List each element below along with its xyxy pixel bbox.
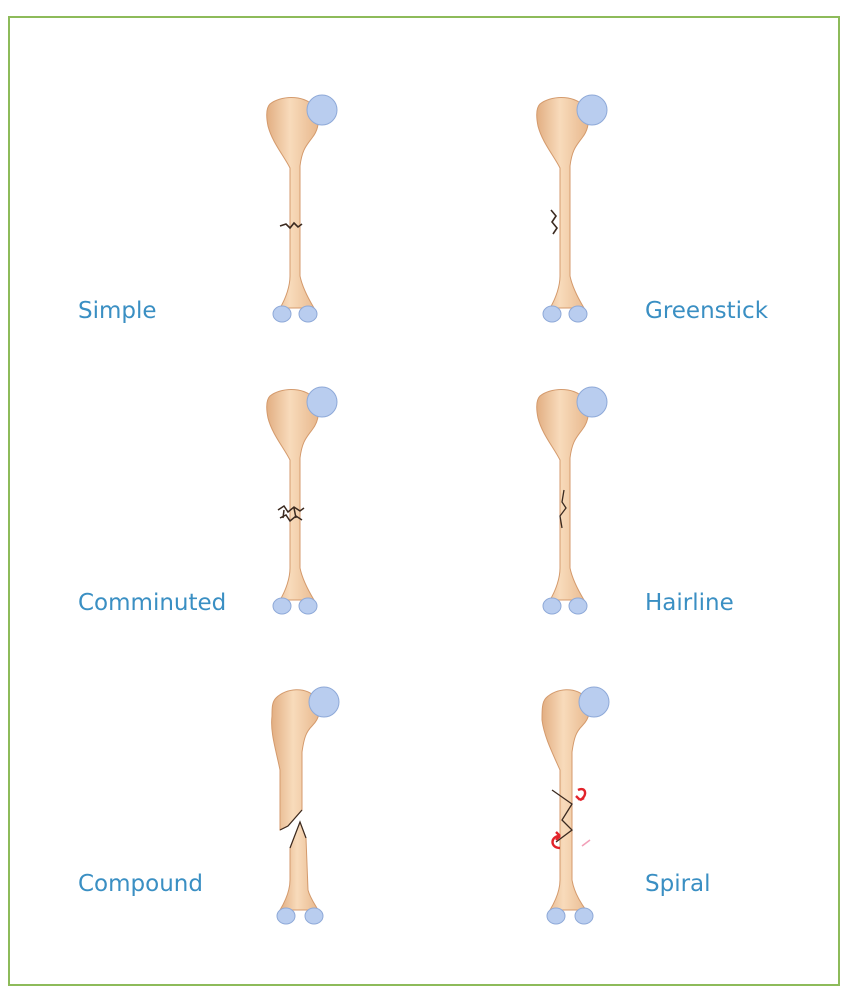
label-comminuted: Comminuted xyxy=(78,589,226,617)
bone-comminuted-svg xyxy=(250,378,360,620)
bone-simple-svg xyxy=(250,86,360,328)
diagram-frame xyxy=(8,16,840,986)
label-simple: Simple xyxy=(78,297,157,325)
label-hairline: Hairline xyxy=(645,589,734,617)
femur-greenstick-fracture-icon xyxy=(520,86,630,328)
bone-greenstick-svg xyxy=(520,86,630,328)
bone-hairline-svg xyxy=(520,378,630,620)
femur-hairline-fracture-icon xyxy=(520,378,630,620)
bone-spiral-svg xyxy=(520,670,650,932)
bone-compound-svg xyxy=(250,670,360,932)
femur-compound-fracture-icon xyxy=(250,670,360,932)
label-spiral: Spiral xyxy=(645,870,711,898)
label-compound: Compound xyxy=(78,870,203,898)
femur-spiral-fracture-icon xyxy=(520,670,650,932)
femur-simple-fracture-icon xyxy=(250,86,360,328)
label-greenstick: Greenstick xyxy=(645,297,768,325)
femur-comminuted-fracture-icon xyxy=(250,378,360,620)
